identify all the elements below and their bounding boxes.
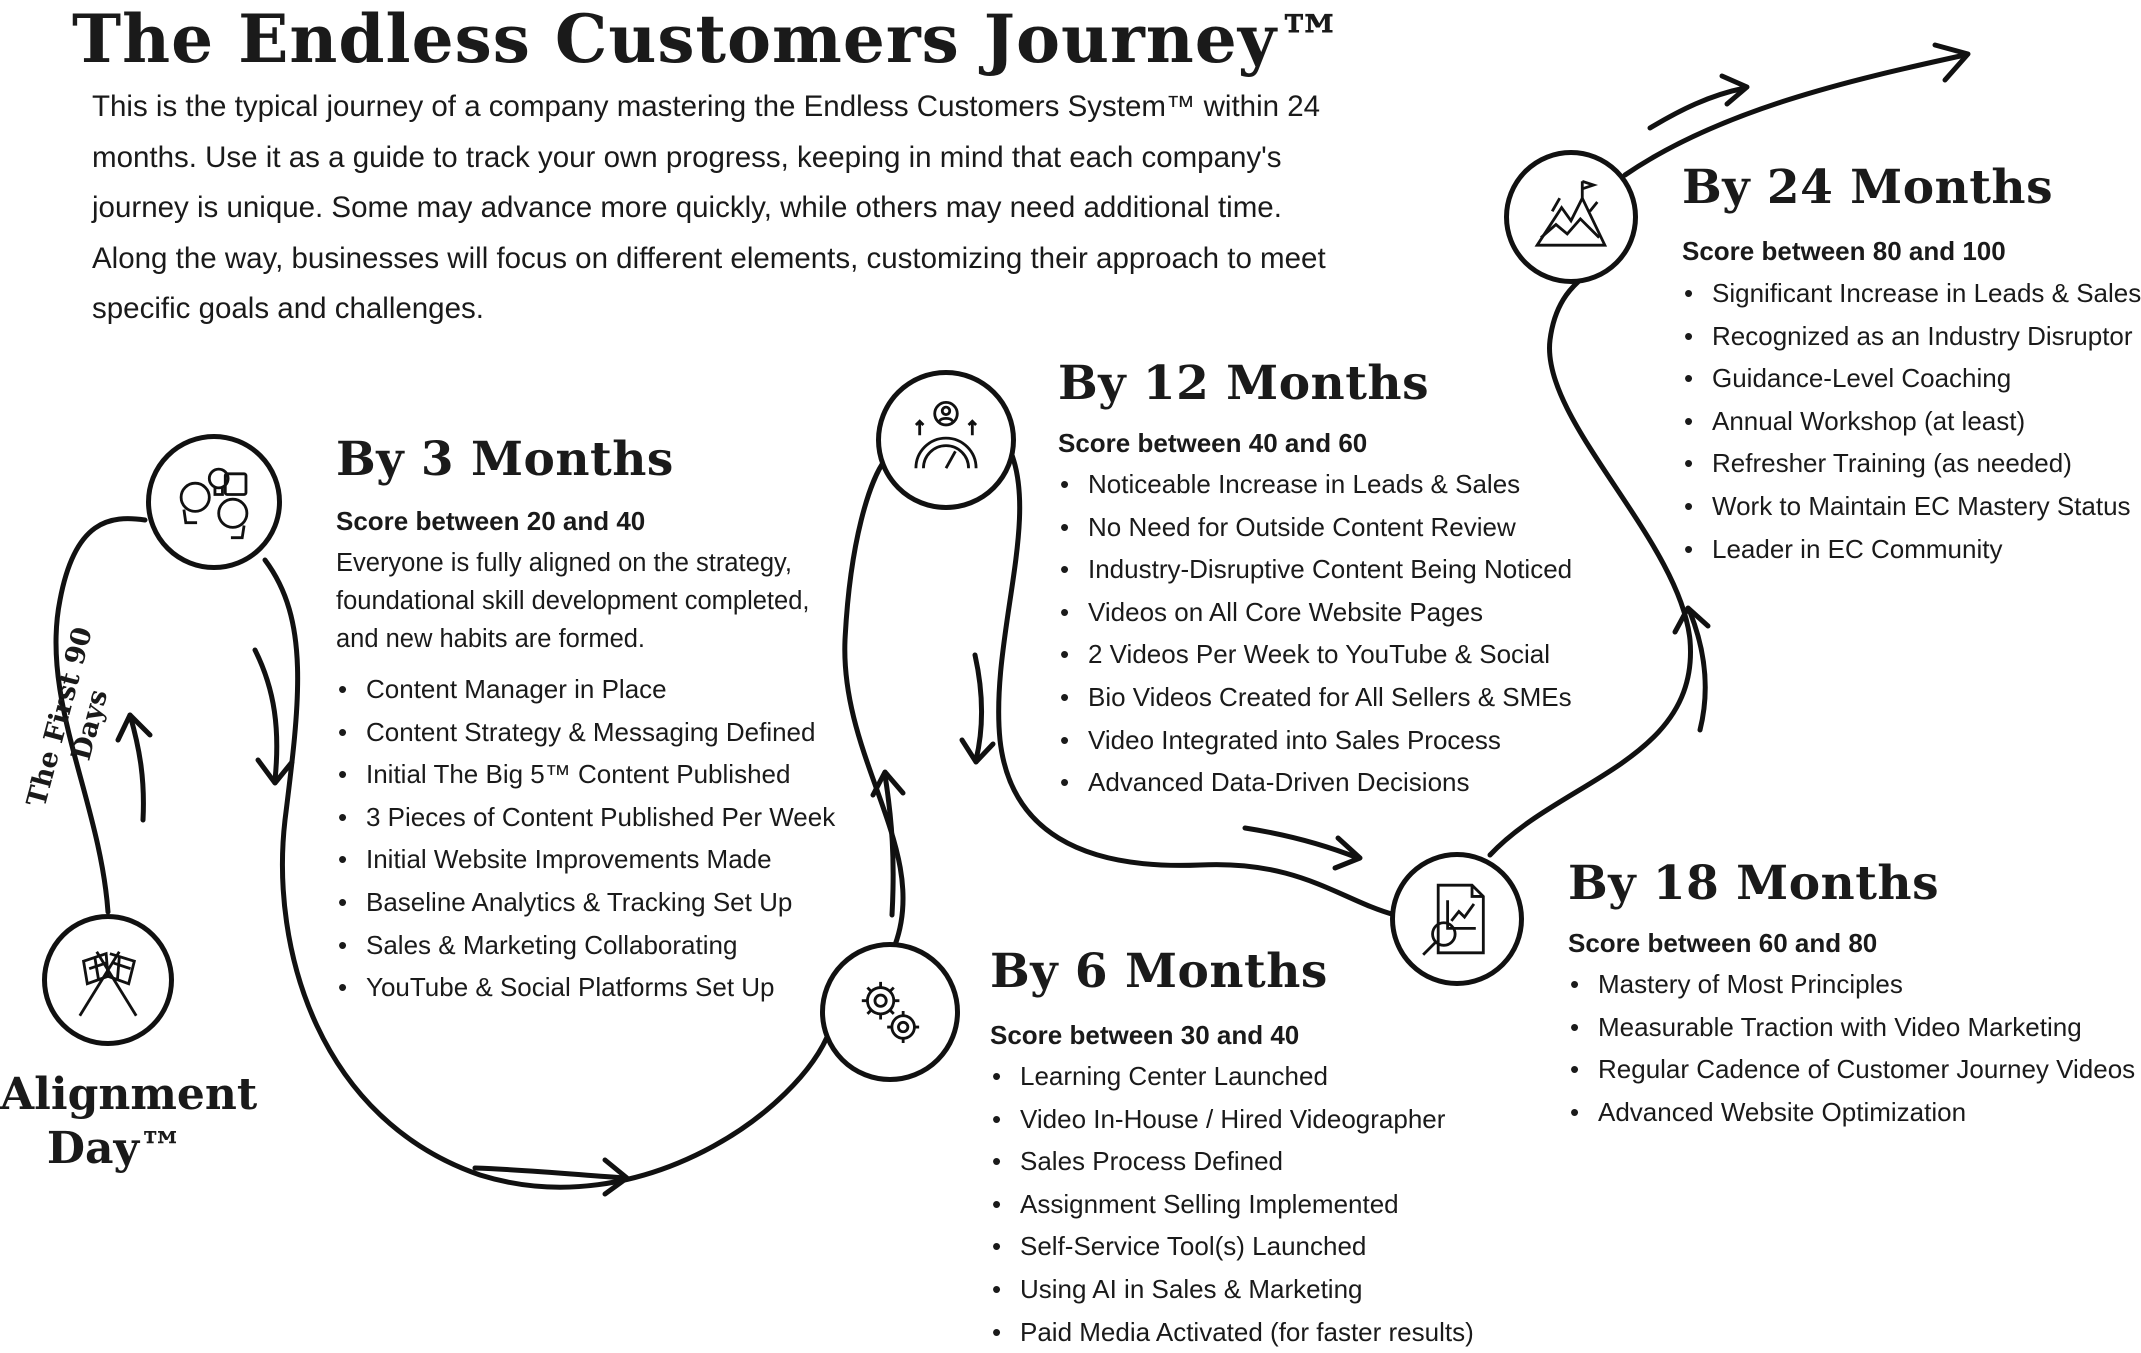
list-item: Work to Maintain EC Mastery Status bbox=[1684, 485, 2141, 528]
list-item: Content Manager in Place bbox=[338, 668, 835, 711]
list-item: Paid Media Activated (for faster results… bbox=[992, 1311, 1474, 1353]
stage-3-months-circle bbox=[146, 434, 282, 570]
stage-3-months-score: Score between 20 and 40 bbox=[336, 506, 646, 536]
list-item: Regular Cadence of Customer Journey Vide… bbox=[1570, 1048, 2135, 1091]
stage-18-months-list: Mastery of Most Principles Measurable Tr… bbox=[1568, 963, 2135, 1133]
list-item: Significant Increase in Leads & Sales bbox=[1684, 272, 2141, 315]
list-item: 3 Pieces of Content Published Per Week bbox=[338, 796, 835, 839]
crossed-flags-icon bbox=[78, 951, 138, 1017]
stage-6-months-circle bbox=[820, 942, 960, 1082]
list-item: Measurable Traction with Video Marketing bbox=[1570, 1006, 2135, 1049]
stage-3-months-list: Content Manager in Place Content Strateg… bbox=[336, 668, 835, 1009]
list-item: Using AI in Sales & Marketing bbox=[992, 1268, 1474, 1311]
stage-3-months-description: Everyone is fully aligned on the strateg… bbox=[336, 549, 810, 653]
list-item: Initial The Big 5™ Content Published bbox=[338, 753, 835, 796]
intro-paragraph: This is the typical journey of a company… bbox=[92, 90, 1326, 325]
list-item: Refresher Training (as needed) bbox=[1684, 442, 2141, 485]
list-item: Noticeable Increase in Leads & Sales bbox=[1060, 463, 1572, 506]
mountain-peak-flag-icon bbox=[1534, 179, 1608, 247]
stage-3-months-heading: By 3 Months bbox=[336, 432, 674, 487]
stage-18-months-circle bbox=[1390, 852, 1524, 986]
stage-24-months-circle bbox=[1504, 150, 1638, 284]
list-item: Initial Website Improvements Made bbox=[338, 838, 835, 881]
stage-24-months-score: Score between 80 and 100 bbox=[1682, 236, 2006, 266]
list-item: Baseline Analytics & Tracking Set Up bbox=[338, 881, 835, 924]
list-item: Video Integrated into Sales Process bbox=[1060, 719, 1572, 762]
list-item: Content Strategy & Messaging Defined bbox=[338, 711, 835, 754]
list-item: 2 Videos Per Week to YouTube & Social bbox=[1060, 633, 1572, 676]
list-item: Sales & Marketing Collaborating bbox=[338, 924, 835, 967]
stage-6-months-list: Learning Center Launched Video In-House … bbox=[990, 1055, 1474, 1353]
alignment-day-label: Alignment Day™ bbox=[0, 1068, 258, 1176]
list-item: Advanced Data-Driven Decisions bbox=[1060, 761, 1572, 804]
list-item: Annual Workshop (at least) bbox=[1684, 400, 2141, 443]
list-item: Recognized as an Industry Disruptor bbox=[1684, 315, 2141, 358]
stage-12-months-heading: By 12 Months bbox=[1058, 356, 1430, 411]
list-item: Video In-House / Hired Videographer bbox=[992, 1098, 1474, 1141]
list-item: Videos on All Core Website Pages bbox=[1060, 591, 1572, 634]
alignment-day-line2: Day™ bbox=[46, 1123, 184, 1174]
list-item: Learning Center Launched bbox=[992, 1055, 1474, 1098]
list-item: Advanced Website Optimization bbox=[1570, 1091, 2135, 1134]
list-item: Leader in EC Community bbox=[1684, 528, 2141, 571]
page-title: The Endless Customers Journey™ bbox=[72, 0, 1345, 78]
list-item: Sales Process Defined bbox=[992, 1140, 1474, 1183]
performance-gauge-icon bbox=[914, 400, 978, 469]
stage-6-months-score: Score between 30 and 40 bbox=[990, 1020, 1300, 1050]
stage-12-months-list: Noticeable Increase in Leads & Sales No … bbox=[1058, 463, 1572, 804]
list-item: Industry-Disruptive Content Being Notice… bbox=[1060, 548, 1572, 591]
list-item: Mastery of Most Principles bbox=[1570, 963, 2135, 1006]
alignment-day-line1: Alignment bbox=[0, 1069, 258, 1120]
stage-18-months-score: Score between 60 and 80 bbox=[1568, 928, 1878, 958]
stage-12-months-score: Score between 40 and 60 bbox=[1058, 428, 1368, 458]
alignment-day-circle bbox=[42, 914, 174, 1046]
list-item: Self-Service Tool(s) Launched bbox=[992, 1225, 1474, 1268]
list-item: Assignment Selling Implemented bbox=[992, 1183, 1474, 1226]
stage-12-months-circle bbox=[876, 370, 1016, 510]
stage-18-months-heading: By 18 Months bbox=[1568, 856, 1940, 911]
stage-6-months-heading: By 6 Months bbox=[990, 944, 1328, 999]
stage-24-months-list: Significant Increase in Leads & Sales Re… bbox=[1682, 272, 2141, 570]
list-item: Bio Videos Created for All Sellers & SME… bbox=[1060, 676, 1572, 719]
brainstorm-heads-icon bbox=[179, 467, 249, 540]
list-item: YouTube & Social Platforms Set Up bbox=[338, 966, 835, 1009]
list-item: Guidance-Level Coaching bbox=[1684, 357, 2141, 400]
list-item: No Need for Outside Content Review bbox=[1060, 506, 1572, 549]
report-magnifier-icon bbox=[1422, 883, 1485, 956]
stage-24-months-heading: By 24 Months bbox=[1682, 160, 2054, 215]
gears-icon bbox=[861, 981, 920, 1044]
